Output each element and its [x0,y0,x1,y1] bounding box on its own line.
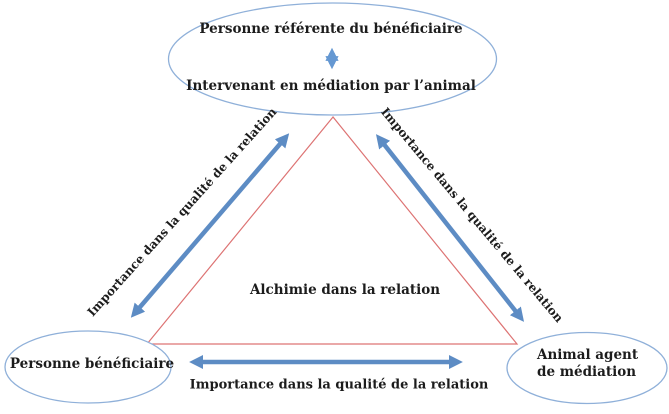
triangle-center-label: Alchimie dans la relation [249,282,441,298]
top-ellipse-referent-label: Personne référente du bénéficiaire [199,21,463,37]
right-edge-double-arrow [375,134,525,322]
left-ellipse-label: Personne bénéficiaire [9,356,175,372]
bottom-edge-label: Importance dans la qualité de la relatio… [189,377,489,393]
left-ellipse-shape [4,330,172,404]
right-ellipse-label: Animal agent de médiation [537,347,639,380]
right-ellipse-shape [506,331,668,405]
top-ellipse-intervenant-label: Intervenant en médiation par l’animal [186,78,476,94]
relation-triangle-outline [145,116,519,345]
left-edge-double-arrow [130,133,290,318]
